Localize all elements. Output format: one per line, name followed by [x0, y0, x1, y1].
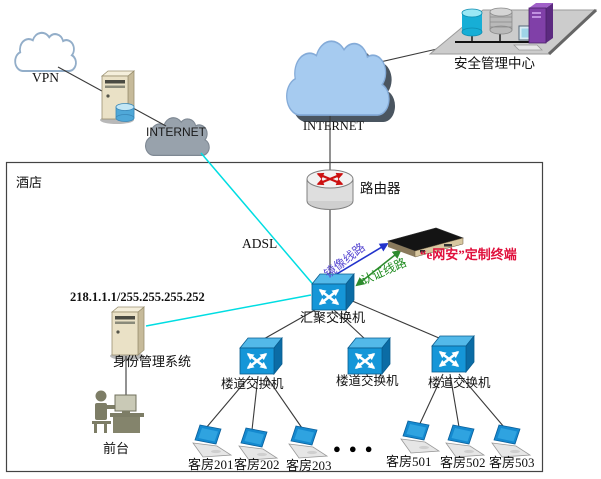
rack-terminal-icon	[387, 227, 464, 258]
person-desk-icon	[92, 390, 144, 433]
id-server-icon	[109, 306, 145, 361]
terminal-label: “e网安”定制终端	[420, 247, 517, 262]
auth-line-arrow	[355, 249, 402, 287]
disk-stack-icon	[489, 7, 513, 35]
security-center-label: 安全管理中心	[454, 56, 535, 71]
room-201-label: 客房201	[188, 457, 234, 472]
id-server-label: 身份管理系统	[113, 354, 192, 369]
room-502-label: 客房502	[440, 455, 486, 470]
router-label: 路由器	[360, 181, 401, 196]
room-503-laptop-icon	[491, 424, 531, 458]
room-203-laptop-icon	[288, 425, 328, 459]
security-center-platform-icon	[428, 3, 598, 56]
adsl-label: ADSL	[242, 236, 278, 251]
room-202-laptop-icon	[238, 427, 278, 461]
room-501-label: 客房501	[386, 454, 432, 469]
room-503-label: 客房503	[489, 455, 535, 470]
router-icon	[306, 169, 354, 210]
vpn-cloud-label: VPN	[32, 70, 60, 85]
internet-cloud-large-icon	[285, 40, 390, 116]
vpn-cloud-icon	[14, 31, 77, 73]
gateway-server-icon	[99, 70, 135, 125]
internet-small-label: INTERNET	[146, 125, 206, 139]
internet-large-label: INTERNET	[303, 119, 365, 133]
adsl-link-line	[200, 152, 318, 290]
floor-switch-2-icon	[348, 338, 390, 374]
floor-switch-2-label: 楼道交换机	[336, 374, 399, 388]
id-server-link-line	[145, 294, 312, 327]
hotel-boundary-box	[5, 161, 544, 473]
floor-switch-3-label: 楼道交换机	[428, 376, 491, 390]
floor-switch-1-icon	[240, 338, 282, 374]
core-switch-label: 汇聚交换机	[300, 310, 366, 325]
core-switch-icon	[312, 274, 354, 310]
id-server-ip-label: 218.1.1.1/255.255.255.252	[70, 290, 205, 304]
database-cylinder-icon	[461, 8, 483, 37]
floor-switch-1-label: 楼道交换机	[221, 377, 284, 391]
hotel-label: 酒店	[16, 175, 43, 190]
room-203-label: 客房203	[286, 458, 332, 473]
rooms-ellipsis: ●●●	[333, 441, 381, 456]
room-202-label: 客房202	[234, 457, 280, 472]
room-501-laptop-icon	[400, 420, 440, 454]
front-desk-label: 前台	[103, 441, 130, 456]
room-201-laptop-icon	[192, 424, 232, 458]
room-502-laptop-icon	[445, 424, 485, 458]
purple-server-icon	[528, 3, 553, 44]
connection-lines	[57, 48, 505, 431]
floor-switch-3-icon	[432, 336, 474, 372]
